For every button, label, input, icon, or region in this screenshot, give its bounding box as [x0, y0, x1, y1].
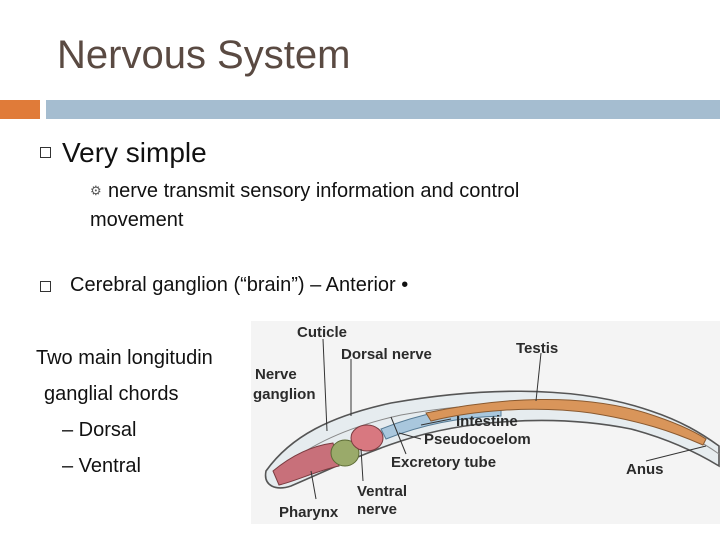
- label-dorsal-nerve: Dorsal nerve: [341, 346, 432, 363]
- body-line-3: – Dorsal: [62, 419, 137, 441]
- slide-title: Nervous System: [57, 33, 351, 77]
- sub-bullet-line2: movement: [90, 209, 184, 231]
- square-bullet-icon: [40, 281, 51, 292]
- square-bullet-icon: [40, 147, 51, 158]
- label-excretory-tube: Excretory tube: [391, 454, 496, 471]
- pointer-line: [322, 338, 328, 432]
- label-testis: Testis: [516, 340, 558, 357]
- nematode-diagram: Cuticle Dorsal nerve Testis Nerve gangli…: [253, 324, 720, 521]
- pointer-line: [310, 470, 317, 500]
- testis-shape: [425, 398, 707, 446]
- label-pharynx: Pharynx: [279, 504, 339, 521]
- nematode-anatomy-figure: Cuticle Dorsal nerve Testis Nerve gangli…: [251, 321, 720, 524]
- accent-bar-orange: [0, 100, 40, 119]
- label-ventral: Ventral: [357, 483, 407, 500]
- label-nerve: Nerve: [255, 366, 297, 383]
- body-line-4: – Ventral: [62, 455, 141, 477]
- sub-bullet-line1: nerve transmit sensory information and c…: [108, 180, 520, 202]
- label-anus: Anus: [626, 461, 664, 478]
- pointer-line: [360, 448, 364, 482]
- label-pseudocoelom: Pseudocoelom: [424, 431, 531, 448]
- label-cuticle: Cuticle: [297, 324, 347, 341]
- label-ventral-nerve: nerve: [357, 501, 397, 518]
- bullet-cerebral-ganglion: Cerebral ganglion (“brain”) – Anterior •: [70, 274, 409, 296]
- bullet-very-simple: Very simple: [62, 137, 207, 168]
- pharynx-bulb-shape: [350, 424, 384, 452]
- body-line-1: Two main longitudin: [36, 347, 213, 369]
- nerve-ganglion-shape: [330, 439, 360, 467]
- pointer-line: [398, 432, 422, 440]
- body-line-2: ganglial chords: [44, 383, 179, 405]
- label-ganglion: ganglion: [253, 386, 316, 403]
- pointer-line: [420, 418, 452, 426]
- accent-bar-blue: [46, 100, 720, 119]
- pointer-line: [390, 416, 407, 455]
- pointer-line: [645, 445, 707, 462]
- gear-bullet-icon: ⚙: [90, 183, 102, 198]
- label-intestine: Intestine: [456, 413, 518, 430]
- pointer-line: [535, 352, 542, 402]
